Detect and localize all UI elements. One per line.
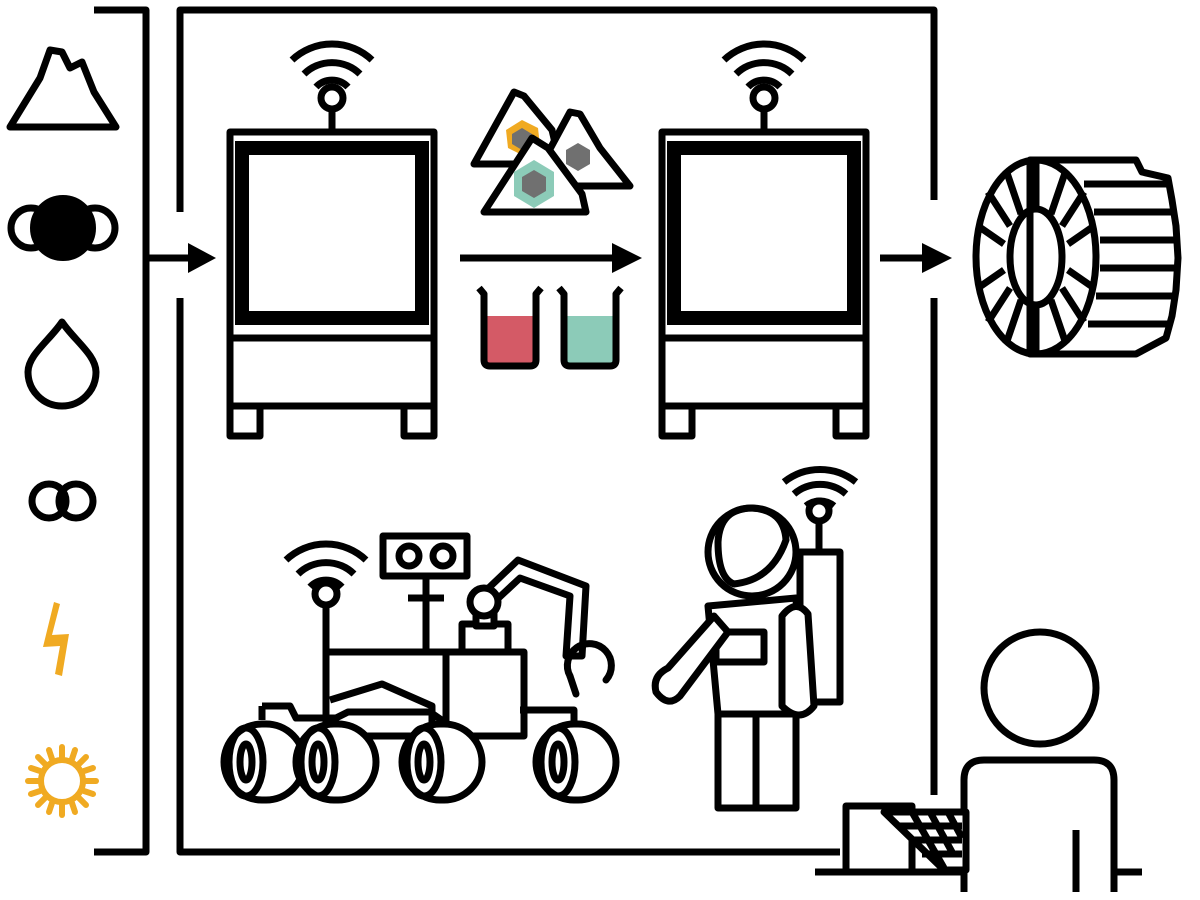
resource-bracket xyxy=(94,6,150,856)
arrow-printer-to-printer xyxy=(460,243,642,273)
rover-wheel xyxy=(532,720,620,804)
arrow-resources-to-printer xyxy=(146,243,216,273)
printer-icon xyxy=(226,40,438,440)
black-ball-icon xyxy=(7,195,119,261)
spool-icon xyxy=(972,156,1182,358)
mountain-icon xyxy=(6,46,120,131)
beaker-icon xyxy=(556,285,624,370)
beaker-icon xyxy=(476,285,544,370)
flow-arrows xyxy=(146,243,952,273)
water-drop-icon xyxy=(24,318,100,410)
rover-wheel xyxy=(398,720,486,804)
rover-icon xyxy=(220,532,620,804)
rover-wheel xyxy=(220,720,308,804)
wifi-icon xyxy=(781,466,859,552)
astronaut-icon xyxy=(651,466,859,812)
minerals-icon xyxy=(470,88,634,216)
laptop-icon xyxy=(842,802,970,876)
resource-column xyxy=(6,6,150,856)
rover-wheel xyxy=(292,720,380,804)
sun-icon xyxy=(25,744,99,818)
person-icon xyxy=(960,628,1118,892)
dual-ball-icon xyxy=(28,480,97,522)
arrow-printer-to-spool xyxy=(880,243,952,273)
printer-icon xyxy=(658,40,870,440)
wifi-icon xyxy=(721,40,807,132)
wifi-icon xyxy=(289,40,375,132)
lightning-icon xyxy=(43,602,69,676)
